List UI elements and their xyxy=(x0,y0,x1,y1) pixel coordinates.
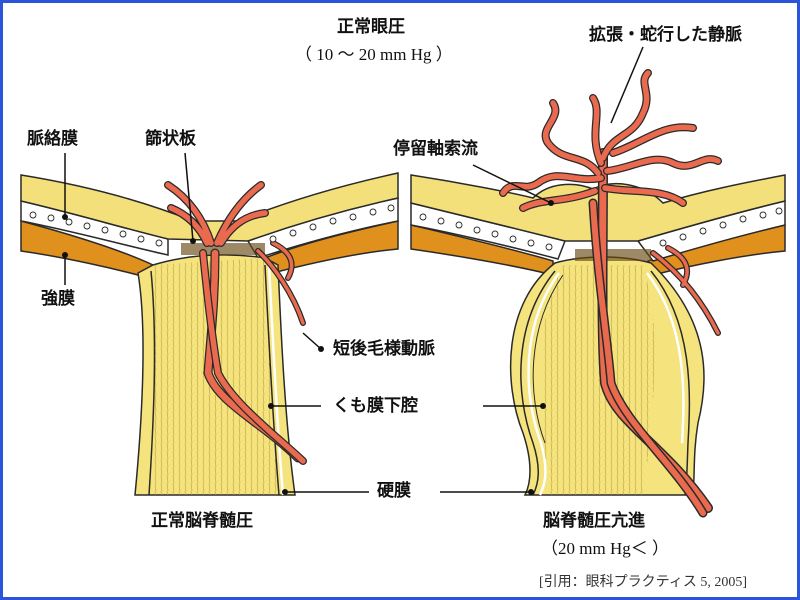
choroid-dots xyxy=(29,204,783,251)
label-dura: 硬膜 xyxy=(377,481,411,501)
optic-nerve-diagram xyxy=(20,46,786,518)
label-elevated-csf-pressure: 脳脊髄圧亢進 xyxy=(543,511,645,531)
left-retina xyxy=(20,172,399,242)
label-subarachnoid-space: くも膜下腔 xyxy=(333,396,418,416)
label-normal-csf-pressure: 正常脳脊髄圧 xyxy=(151,511,253,531)
label-normal-pressure: 正常眼圧 xyxy=(337,17,405,37)
label-axoplasmic-stasis: 停留軸索流 xyxy=(393,139,478,159)
left-normal-eye xyxy=(20,172,399,496)
label-choroid: 脈絡膜 xyxy=(27,129,78,149)
label-elevated-range: （20 mm Hg＜ ） xyxy=(541,539,669,558)
label-dilated-veins: 拡張・蛇行した静脈 xyxy=(589,25,742,45)
label-short-ciliary-arteries: 短後毛様動脈 xyxy=(333,339,435,359)
label-sclera: 強膜 xyxy=(41,289,75,309)
label-lamina-cribrosa: 篩状板 xyxy=(145,129,196,149)
label-normal-range: （ 10 ～ 20 mm Hg ） xyxy=(295,45,453,64)
right-elevated-eye xyxy=(410,69,786,518)
leader-lines xyxy=(64,46,644,493)
right-lamina-cribrosa xyxy=(575,249,651,261)
citation: [引用：眼科プラクティス 5, 2005] xyxy=(539,575,747,590)
